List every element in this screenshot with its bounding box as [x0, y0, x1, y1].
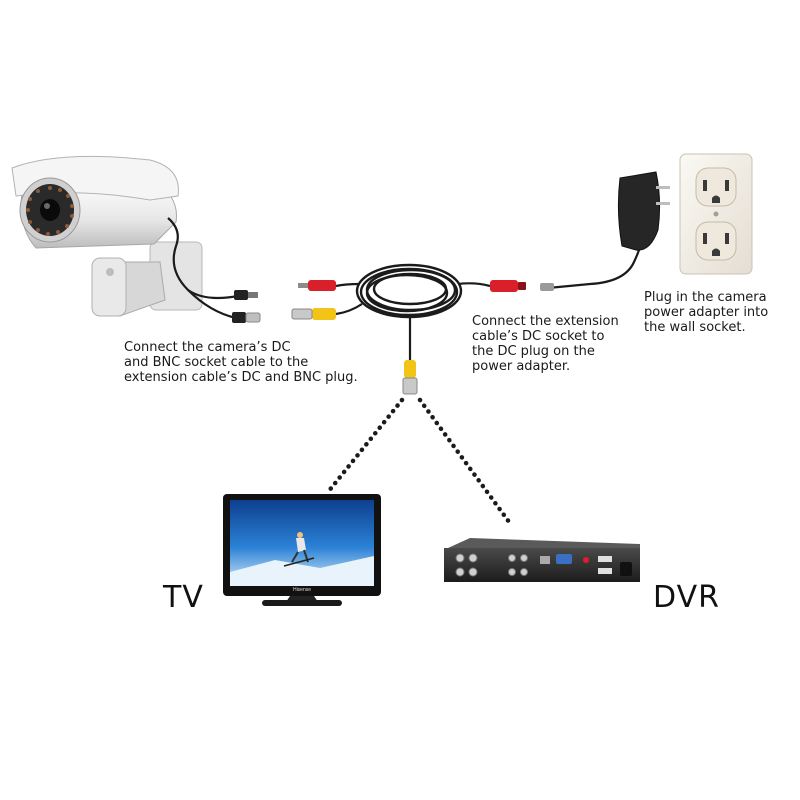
camera-mount-bracket — [91, 241, 203, 317]
extension-cable — [291, 263, 526, 395]
wall-outlet — [679, 153, 753, 275]
dvr-vga-port — [556, 554, 572, 564]
skier-figure — [283, 532, 315, 567]
dvr-audio-port — [583, 557, 589, 563]
tv-brand-label: Hisense — [293, 587, 311, 593]
camera-bnc-socket — [232, 312, 261, 323]
power-adapter — [540, 171, 670, 291]
outlet-receptacle-bottom — [695, 221, 737, 261]
dvr-usb-ports — [598, 556, 612, 574]
camera-dc-socket — [234, 290, 258, 300]
dvr-hdmi-port — [540, 556, 550, 564]
extension-connection-instruction: Connect the extension cable’s DC socket … — [472, 314, 619, 374]
dvr-rear-panel — [444, 548, 640, 582]
tv-label: TV — [163, 580, 204, 615]
extension-dc-socket-red — [490, 280, 526, 292]
adapter-brick — [617, 171, 661, 251]
dotted-line-to-dvr — [417, 397, 515, 529]
dvr-power-socket — [620, 562, 632, 576]
ir-led-ring — [26, 186, 74, 236]
camera-connection-instruction: Connect the camera’s DC and BNC socket c… — [124, 340, 358, 385]
dvr-label: DVR — [653, 580, 720, 615]
extension-dc-plug-red — [298, 280, 336, 291]
cable-coil — [355, 263, 463, 319]
outlet-receptacle-top — [695, 167, 737, 207]
security-camera — [11, 155, 261, 323]
dvr — [444, 538, 640, 582]
camera-pigtail-cable — [167, 217, 239, 320]
tv-screen-snow — [230, 556, 374, 586]
extension-bnc-plug-yellow — [291, 308, 336, 320]
dvr-bnc-inputs — [455, 553, 528, 577]
tv-stand-base — [262, 600, 342, 606]
adapter-dc-plug — [540, 283, 554, 291]
dotted-line-to-tv — [325, 397, 405, 495]
tv: Hisense — [223, 494, 381, 606]
extension-bnc-output-yellow — [402, 360, 418, 395]
wall-socket-instruction: Plug in the camera power adapter into th… — [644, 290, 769, 335]
